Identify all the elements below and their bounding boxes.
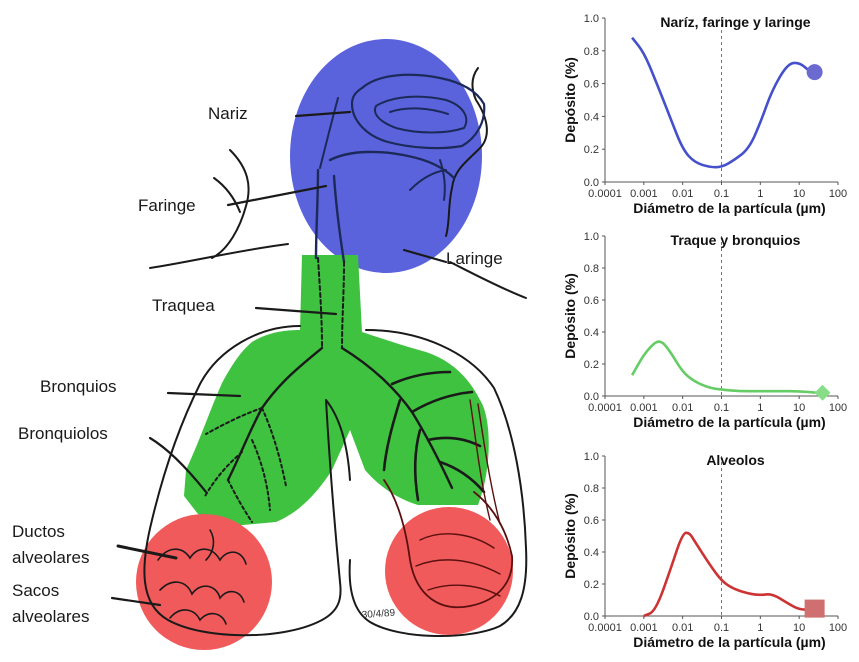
x-tick-label: 0.001: [630, 188, 658, 200]
x-tick-label: 100: [829, 622, 847, 634]
chart-title: Alveolos: [706, 452, 765, 468]
series-end-marker: [815, 385, 831, 401]
x-tick-label: 0.1: [714, 622, 729, 634]
x-tick-label: 0.1: [714, 188, 729, 200]
x-tick-label: 1: [757, 622, 763, 634]
label-faringe: Faringe: [138, 196, 196, 216]
y-tick-label: 1.0: [584, 13, 599, 25]
x-tick-label: 10: [793, 402, 805, 414]
y-tick-label: 0.4: [584, 327, 599, 339]
x-tick-label: 0.001: [630, 402, 658, 414]
series-line: [644, 533, 811, 616]
chart-traquea-bronquios: 0.00.20.40.60.81.00.00010.0010.010.11101…: [555, 222, 855, 442]
label-bronquiolos: Bronquiolos: [18, 424, 108, 444]
x-tick-label: 10: [793, 188, 805, 200]
x-tick-label: 100: [829, 402, 847, 414]
y-tick-label: 1.0: [584, 231, 599, 243]
y-tick-label: 0.2: [584, 579, 599, 591]
series-end-marker: [807, 64, 823, 80]
y-tick-label: 0.8: [584, 46, 599, 58]
series-end-marker: [805, 600, 825, 618]
x-tick-label: 10: [793, 622, 805, 634]
chart-nariz-faringe-laringe: 0.00.20.40.60.81.00.00010.0010.010.11101…: [555, 2, 855, 228]
y-axis-label: Depósito (%): [562, 273, 578, 359]
x-tick-label: 1: [757, 402, 763, 414]
label-laringe: Laringe: [446, 249, 503, 269]
left-alveolar-region: [136, 514, 272, 650]
y-axis-label: Depósito (%): [562, 57, 578, 143]
x-tick-label: 0.01: [672, 622, 693, 634]
y-tick-label: 0.6: [584, 515, 599, 527]
label-ductos-alveolares: Ductos alveolares: [12, 519, 122, 571]
label-sacos-alveolares: Sacos alveolares: [12, 578, 122, 630]
label-bronquios: Bronquios: [40, 377, 117, 397]
y-tick-label: 0.2: [584, 359, 599, 371]
x-axis-label: Diámetro de la partícula (µm): [633, 634, 825, 650]
y-tick-label: 0.6: [584, 79, 599, 91]
y-tick-label: 0.8: [584, 263, 599, 275]
x-tick-label: 0.0001: [588, 622, 622, 634]
x-axis-label: Diámetro de la partícula (µm): [633, 200, 825, 216]
artist-signature: 30/4/89: [361, 608, 395, 621]
y-tick-label: 0.4: [584, 111, 599, 123]
trachea-bronchi-region: [184, 255, 489, 526]
x-tick-label: 0.001: [630, 622, 658, 634]
label-nariz: Nariz: [208, 104, 248, 124]
x-tick-label: 100: [829, 188, 847, 200]
x-tick-label: 1: [757, 188, 763, 200]
chart-alveolos: 0.00.20.40.60.81.00.00010.0010.010.11101…: [555, 440, 855, 662]
x-tick-label: 0.1: [714, 402, 729, 414]
x-tick-label: 0.01: [672, 402, 693, 414]
label-traquea: Traquea: [152, 296, 215, 316]
y-tick-label: 0.2: [584, 144, 599, 156]
x-tick-label: 0.01: [672, 188, 693, 200]
x-axis-label: Diámetro de la partícula (µm): [633, 414, 825, 430]
x-tick-label: 0.0001: [588, 188, 622, 200]
y-tick-label: 0.4: [584, 547, 599, 559]
y-tick-label: 0.8: [584, 483, 599, 495]
chart-title: Naríz, faringe y laringe: [660, 14, 810, 30]
chart-title: Traque y bronquios: [671, 232, 801, 248]
y-tick-label: 0.6: [584, 295, 599, 307]
x-tick-label: 0.0001: [588, 402, 622, 414]
series-line: [632, 342, 818, 393]
upper-airway-region: [290, 39, 482, 273]
y-tick-label: 1.0: [584, 451, 599, 463]
y-axis-label: Depósito (%): [562, 493, 578, 579]
